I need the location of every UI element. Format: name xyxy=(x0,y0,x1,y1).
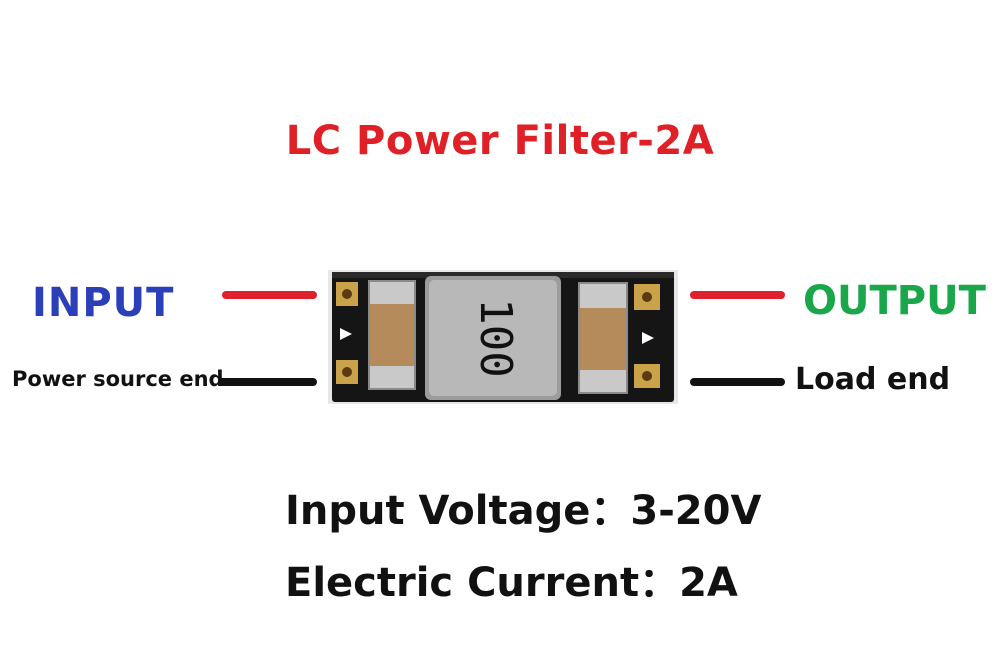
load-end-label: Load end xyxy=(795,362,951,397)
left-capacitor-icon xyxy=(368,280,416,390)
right-capacitor-icon xyxy=(578,282,628,394)
right-pad-bottom-icon xyxy=(634,364,660,388)
product-title: LC Power Filter-2A xyxy=(285,118,715,164)
output-positive-wire xyxy=(690,291,785,299)
right-arrow-icon xyxy=(642,332,654,344)
lc-filter-board: 100 xyxy=(328,268,678,406)
current-label: Electric Current： xyxy=(285,560,680,606)
left-pad-top-icon xyxy=(336,282,358,306)
left-pad-bottom-icon xyxy=(336,360,358,384)
left-arrow-icon xyxy=(340,328,352,340)
output-ground-wire xyxy=(690,378,785,386)
inductor-icon: 100 xyxy=(425,276,561,400)
power-source-label: Power source end xyxy=(12,367,224,391)
current-spec: Electric Current：2A xyxy=(285,550,738,608)
voltage-spec: Input Voltage：3-20V xyxy=(285,478,761,536)
right-pad-top-icon xyxy=(634,284,660,310)
current-value: 2A xyxy=(679,560,738,606)
voltage-label: Input Voltage： xyxy=(285,488,631,534)
input-label: INPUT xyxy=(32,280,175,326)
voltage-value: 3-20V xyxy=(630,488,762,534)
inductor-marking: 100 xyxy=(470,298,521,377)
input-ground-wire xyxy=(218,378,317,386)
output-label: OUTPUT xyxy=(803,278,986,324)
input-positive-wire xyxy=(222,291,317,299)
